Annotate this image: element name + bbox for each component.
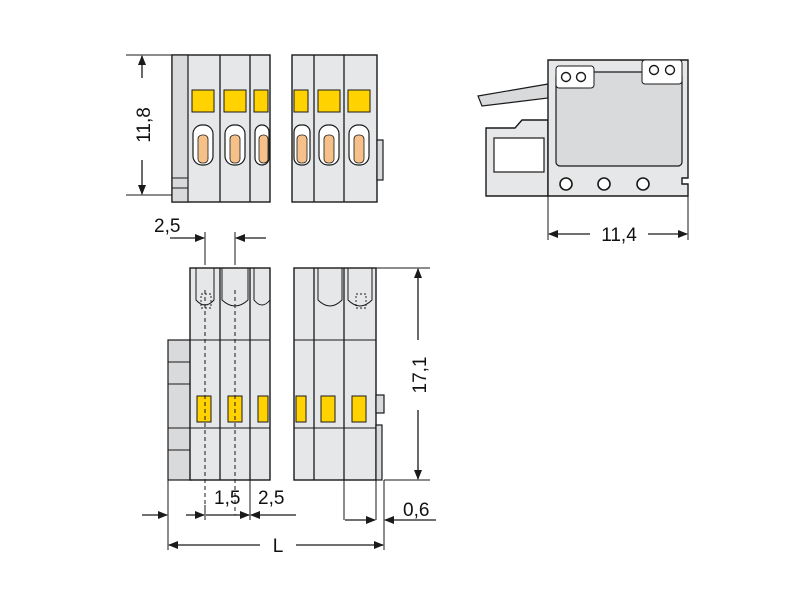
dim-length: L <box>168 536 384 557</box>
actuator-6 <box>347 89 371 113</box>
dim-height-front: 11,8 <box>126 54 172 196</box>
dim-height-bottom: 17,1 <box>376 267 431 481</box>
dim-label-11-4: 11,4 <box>601 225 637 246</box>
window-5 <box>320 395 336 423</box>
window-3 <box>257 395 269 423</box>
window-1 <box>196 395 212 423</box>
front-side-rib <box>171 54 189 203</box>
actuator-3 <box>253 89 269 113</box>
dim-label-l: L <box>273 536 284 557</box>
dim-label-11-8: 11,8 <box>134 107 155 143</box>
actuator-1 <box>191 89 215 113</box>
actuator-4 <box>293 89 309 113</box>
top-housing-right <box>293 267 377 481</box>
top-view-side-rib <box>167 339 193 481</box>
dim-label-2-5-top: 2,5 <box>154 216 180 237</box>
actuator-5 <box>317 89 341 113</box>
dim-label-17-1: 17,1 <box>410 357 431 394</box>
dim-depth-side: 11,4 <box>547 196 689 246</box>
dim-pitch-top: 2,5 <box>154 216 266 265</box>
dim-label-1-5: 1,5 <box>214 488 240 509</box>
side-panel <box>555 71 683 167</box>
dim-offset-first: 1,5 <box>142 488 240 519</box>
actuator-2 <box>223 89 247 113</box>
side-locking-lever <box>477 83 549 107</box>
window-6 <box>351 395 367 423</box>
window-4 <box>295 395 307 423</box>
dim-label-2-5-bottom: 2,5 <box>258 488 284 509</box>
top-housing-left <box>189 267 271 481</box>
clamp-openings <box>192 124 370 166</box>
dim-bottom-extensions <box>167 480 385 550</box>
dim-label-0-6: 0,6 <box>403 500 429 521</box>
dim-offset-end: 0,6 <box>345 500 436 524</box>
top-view <box>167 267 385 515</box>
front-view <box>171 54 384 203</box>
dim-pitch-bottom: 2,5 <box>206 488 296 519</box>
side-view <box>477 59 689 197</box>
